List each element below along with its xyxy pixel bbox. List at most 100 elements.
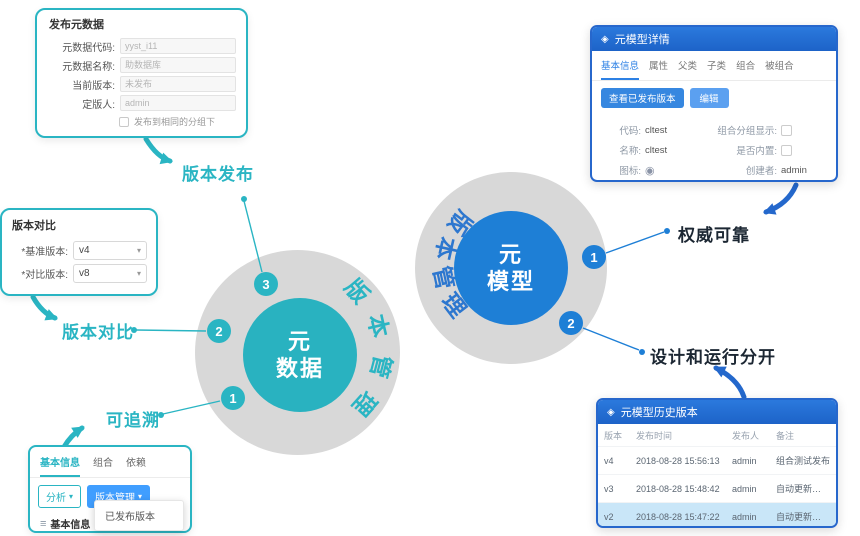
tab-basic-info[interactable]: 基本信息 [601, 58, 640, 80]
col-publisher: 发布人 [732, 431, 760, 441]
tag-icon: ◈ [601, 33, 609, 45]
table-row-selected[interactable]: v2 2018-08-28 15:47:22 admin 自动更新并发布 [598, 502, 836, 526]
metamodel-core-line1: 元 [498, 242, 523, 267]
publish-panel-title: 发布元数据 [49, 19, 104, 31]
callout-authoritative: 权威可靠 [678, 226, 750, 245]
chevron-down-icon: ▾ [136, 269, 141, 278]
detail-field-row: 图标: ◉ 创建者: admin [601, 163, 827, 178]
same-group-checkbox-label: 发布到相同的分组下 [134, 117, 216, 127]
metadata-name-label: 元数据名称: [62, 61, 115, 73]
trace-panel: 基本信息 组合 依赖 分析 ▾ 版本管理 ▾ 已发布版本 ≡ 基本信息 [28, 445, 192, 533]
callout-design-runtime: 设计和运行分开 [650, 348, 776, 367]
detail-panel-header: ◈ 元模型详情 [592, 27, 836, 51]
analyze-button[interactable]: 分析 ▾ [38, 485, 82, 508]
compare-version-label: *对比版本: [21, 270, 68, 281]
metamodel-core-circle: 元 模型 [454, 211, 568, 325]
form-row: *对比版本: v8 ▾ [10, 264, 148, 283]
detail-fields: 代码: cltest 组合分组显示: 名称: cltest 是否内置: [592, 115, 836, 180]
base-version-label: *基准版本: [21, 247, 68, 258]
cell-version: v4 [598, 446, 630, 475]
cell-note: 自动更新并发布 [770, 502, 836, 526]
badge-model-2: 2 [559, 311, 583, 335]
table-row[interactable]: v4 2018-08-28 15:56:13 admin 组合测试发布 [598, 446, 836, 475]
tab-composition[interactable]: 组合 [736, 61, 756, 72]
form-row: 定版人: admin [43, 95, 236, 111]
detail-field-row: 名称: cltest 是否内置: [601, 143, 827, 157]
detail-panel-title: 元模型详情 [614, 34, 670, 46]
publish-metadata-panel: 发布元数据 元数据代码: yyst_i11 元数据名称: 助数据库 当前版本: … [35, 8, 248, 138]
callout-version-publish: 版本发布 [182, 165, 254, 184]
code-value: cltest [645, 124, 668, 136]
tab-basic-info[interactable]: 基本信息 [40, 454, 80, 477]
badge-2: 2 [207, 319, 231, 343]
creator-label: 创建者: [745, 166, 777, 177]
group-display-label: 组合分组显示: [717, 126, 777, 137]
chevron-down-icon: ▾ [138, 492, 143, 501]
edit-button[interactable]: 编辑 [689, 88, 729, 108]
metamodel-core-line2: 模型 [486, 269, 535, 294]
tab-dependency[interactable]: 依赖 [126, 458, 146, 469]
callout-version-compare: 版本对比 [62, 323, 134, 342]
group-display-checkbox[interactable] [781, 124, 792, 136]
current-version-input[interactable]: 未发布 [120, 76, 236, 92]
trace-footer: ≡ 基本信息 [40, 516, 91, 532]
same-group-checkbox[interactable] [119, 116, 129, 127]
metadata-code-input[interactable]: yyst_i11 [120, 38, 236, 54]
cell-version: v2 [598, 502, 630, 526]
view-published-version-button[interactable]: 查看已发布版本 [601, 88, 684, 108]
tab-child-class[interactable]: 子类 [707, 61, 727, 72]
metamodel-history-panel: ◈ 元模型历史版本 版本 发布时间 发布人 备注 v4 2018-08-28 1… [596, 398, 838, 528]
icon-label: 图标: [619, 166, 641, 177]
cell-version: v3 [598, 474, 630, 503]
cell-time: 2018-08-28 15:56:13 [630, 446, 726, 475]
base-version-select[interactable]: v4 ▾ [73, 241, 147, 260]
base-version-value: v4 [79, 245, 90, 256]
tab-composed-by[interactable]: 被组合 [765, 61, 794, 72]
form-row: 元数据代码: yyst_i11 [43, 38, 236, 54]
badge-3: 3 [254, 272, 278, 296]
metamodel-detail-panel: ◈ 元模型详情 基本信息 属性 父类 子类 组合 被组合 查看已发布版本 编辑 … [590, 25, 838, 182]
current-version-label: 当前版本: [72, 80, 115, 92]
col-version: 版本 [604, 431, 623, 441]
badge-1: 1 [221, 386, 245, 410]
form-row: 元数据名称: 助数据库 [43, 57, 236, 73]
cell-note: 自动更新并发布 [770, 474, 836, 503]
version-owner-input[interactable]: admin [120, 95, 236, 111]
callout-traceable: 可追溯 [106, 411, 160, 430]
name-value: cltest [645, 144, 668, 156]
tab-attributes[interactable]: 属性 [649, 61, 669, 72]
cell-note: 组合测试发布 [770, 446, 836, 475]
trace-footer-label: 基本信息 [50, 520, 91, 531]
cell-publisher: admin [726, 446, 770, 475]
detail-button-row: 查看已发布版本 编辑 [592, 81, 836, 115]
tab-composition[interactable]: 组合 [93, 458, 113, 469]
history-panel-header: ◈ 元模型历史版本 [598, 400, 836, 424]
builtin-checkbox[interactable] [781, 144, 792, 156]
blue-connector-dots [639, 228, 670, 355]
table-row[interactable]: v3 2018-08-28 15:48:42 admin 自动更新并发布 [598, 474, 836, 503]
metamodel-icon: ◉ [645, 164, 655, 177]
detail-tabs: 基本信息 属性 父类 子类 组合 被组合 [592, 51, 836, 81]
detail-field-row: 代码: cltest 组合分组显示: [601, 123, 827, 137]
tab-parent-class[interactable]: 父类 [678, 61, 698, 72]
cell-time: 2018-08-28 15:48:42 [630, 474, 726, 503]
version-owner-label: 定版人: [82, 99, 115, 111]
metadata-core-line2: 数据 [275, 356, 324, 381]
tag-icon: ◈ [607, 406, 615, 418]
trace-tabs: 基本信息 组合 依赖 [30, 447, 190, 478]
menu-item-published-version[interactable]: 已发布版本 [105, 512, 155, 523]
metadata-code-label: 元数据代码: [62, 42, 115, 54]
version-manage-button-label: 版本管理 [95, 493, 136, 504]
form-row: *基准版本: v4 ▾ [10, 241, 148, 260]
cell-publisher: admin [726, 474, 770, 503]
metadata-name-input[interactable]: 助数据库 [120, 57, 236, 73]
version-manage-dropdown: 已发布版本 [94, 500, 184, 531]
compare-version-select[interactable]: v8 ▾ [73, 264, 147, 283]
name-label: 名称: [619, 146, 641, 157]
cell-time: 2018-08-28 15:47:22 [630, 502, 726, 526]
chevron-down-icon: ▾ [136, 246, 141, 255]
history-panel-title: 元模型历史版本 [620, 407, 698, 419]
publish-checkbox-row: 发布到相同的分组下 [119, 115, 246, 128]
version-compare-panel: 版本对比 *基准版本: v4 ▾ *对比版本: v8 ▾ [0, 208, 158, 296]
